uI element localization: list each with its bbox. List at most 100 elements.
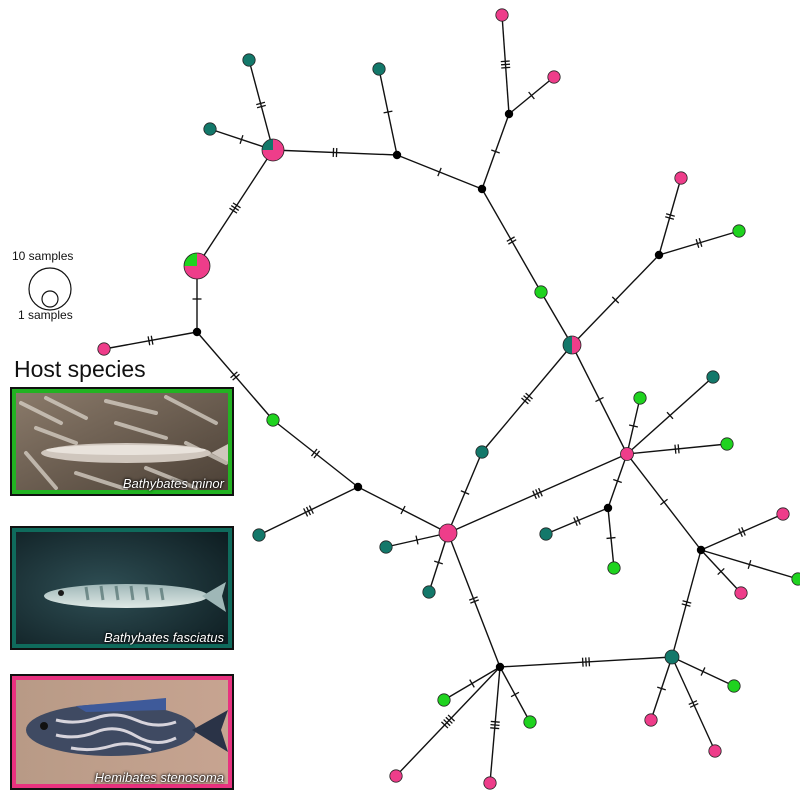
host-name-bathybates-fasciatus: Bathybates fasciatus <box>104 630 224 645</box>
mutation-tick <box>256 104 266 109</box>
mutation-tick <box>415 535 419 545</box>
mutation-tick <box>611 296 620 304</box>
mutation-tick <box>150 335 154 345</box>
mutation-tick <box>585 657 587 667</box>
mutation-tick <box>491 149 500 154</box>
haplotype-node <box>734 586 748 600</box>
haplotype-node <box>372 62 386 76</box>
mutation-tick <box>232 202 241 209</box>
mutation-tick <box>310 448 318 457</box>
mutation-tick <box>681 603 691 607</box>
median-vector-node <box>495 662 505 672</box>
haplotype-node <box>422 585 436 599</box>
haplotype-node <box>534 285 548 299</box>
haplotype-node <box>252 528 266 542</box>
mutation-tick <box>628 424 639 428</box>
haplotype-node <box>732 224 746 238</box>
pie-slice <box>563 336 572 354</box>
host-photo-bathybates-minor <box>16 393 228 490</box>
pie-outline <box>620 447 634 461</box>
edge-t6-h3 <box>540 291 573 346</box>
mutation-tick <box>717 567 725 576</box>
mutation-tick <box>501 66 511 69</box>
pie-slice <box>184 253 197 266</box>
pie-slice <box>262 139 273 150</box>
median-vector-node <box>392 150 402 160</box>
host-photo-hemibates-stenosoma <box>16 680 228 784</box>
edge-h1-m2 <box>272 149 398 156</box>
haplotype-pie-node <box>562 335 582 355</box>
edge-m1-t5 <box>196 331 274 421</box>
mutation-tick <box>510 691 520 698</box>
haplotype-pie-node <box>620 447 634 461</box>
host-photo-bathybates-fasciatus <box>16 532 228 644</box>
edge-h1-t1 <box>248 59 274 151</box>
edge-m7-t11 <box>545 507 609 535</box>
mutation-tick <box>538 487 543 497</box>
mutation-tick <box>532 490 537 500</box>
mutation-tick <box>573 517 578 527</box>
haplotype-node <box>708 744 722 758</box>
mutation-tick <box>490 720 500 723</box>
edge-h4-m9 <box>447 532 501 668</box>
pie-outline <box>562 335 582 355</box>
mutation-tick <box>230 371 238 379</box>
mutation-tick <box>682 600 692 604</box>
mutation-tick <box>313 450 321 459</box>
mutation-tick <box>613 478 622 484</box>
haplotype-node <box>644 713 658 727</box>
haplotype-node <box>706 370 720 384</box>
mutation-tick <box>490 727 500 730</box>
mutation-tick <box>239 135 244 144</box>
haplotype-node <box>495 8 509 22</box>
haplotype-pie-node <box>664 649 680 665</box>
mutation-tick <box>434 560 443 565</box>
host-card-bathybates-minor: Bathybates minor <box>10 387 234 496</box>
haplotype-node <box>97 342 111 356</box>
mutation-tick <box>700 667 706 676</box>
median-vector-node <box>192 327 202 337</box>
pie-outline <box>664 649 680 665</box>
size-scale <box>28 267 72 311</box>
edge-h6-t29 <box>671 656 716 752</box>
mutation-tick <box>400 505 406 515</box>
haplotype-node <box>389 769 403 783</box>
mutation-tick <box>440 721 449 729</box>
mutation-tick <box>528 91 535 100</box>
edge-m8-h6 <box>671 549 702 658</box>
haplotype-node <box>720 437 734 451</box>
haplotype-node <box>607 561 621 575</box>
mutation-tick <box>232 373 240 381</box>
haplotype-node <box>266 413 280 427</box>
median-vector-node <box>696 545 706 555</box>
mutation-tick <box>660 498 668 506</box>
mutation-tick <box>747 560 752 569</box>
network-edges <box>103 14 799 784</box>
haplotype-node <box>539 527 553 541</box>
mutation-tick <box>500 63 511 66</box>
median-vector-node <box>603 503 613 513</box>
mutation-tick <box>521 397 529 405</box>
mutation-tick <box>695 238 700 248</box>
mutation-tick <box>523 395 531 402</box>
mutation-tick <box>490 723 500 727</box>
pie-outline <box>438 523 458 543</box>
haplotype-node <box>483 776 497 790</box>
edge-m9-t25 <box>395 666 501 777</box>
mutation-tick <box>665 213 675 217</box>
mutation-tick <box>468 596 478 601</box>
mutation-tick <box>525 392 533 400</box>
legend-title: Host species <box>14 356 146 382</box>
mutation-tick <box>230 204 240 212</box>
mutation-tick <box>689 702 699 708</box>
network-nodes <box>97 8 800 790</box>
mutation-tick <box>665 216 675 220</box>
mutation-tick <box>606 536 616 540</box>
scale-label-10: 10 samples <box>12 249 74 263</box>
pie-outline <box>261 138 285 162</box>
haplotype-node <box>437 693 451 707</box>
edge-h5-t15 <box>626 443 728 455</box>
haplotype-node <box>633 391 647 405</box>
mutation-tick <box>256 101 266 106</box>
median-vector-node <box>477 184 487 194</box>
